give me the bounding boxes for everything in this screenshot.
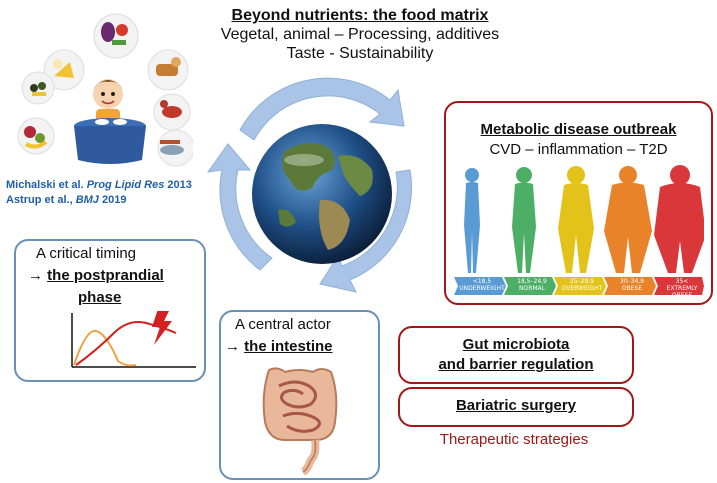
earth-icon xyxy=(252,124,392,264)
critical-timing-box: A critical timing → the postprandial pha… xyxy=(14,239,206,382)
bmi-range-extremely-obese: 35< xyxy=(675,278,689,285)
references: Michalski et al. Prog Lipid Res 2013 Ast… xyxy=(6,178,192,208)
title-main: Beyond nutrients: the food matrix xyxy=(231,7,489,24)
intestine-line-2: → the intestine xyxy=(225,338,333,355)
metabolic-title: Metabolic disease outbreak xyxy=(480,121,677,138)
title-subline-2: Taste - Sustainability xyxy=(286,45,434,62)
postprandial-curve-sketch xyxy=(71,311,196,368)
timing-emphasis: the postprandial xyxy=(47,267,164,284)
reference-2-year: 2019 xyxy=(98,194,127,206)
arrow-right-icon: → xyxy=(225,338,245,355)
silhouette-underweight-icon xyxy=(464,168,480,273)
reference-1-year: 2013 xyxy=(164,179,192,191)
gut-microbiota-box: Gut microbiota and barrier regulation xyxy=(398,326,634,384)
gut-line-2: and barrier regulation xyxy=(438,356,594,373)
plate-fish-icon xyxy=(157,129,193,167)
cycle-arrow-right-icon xyxy=(319,169,413,293)
cycle-arrow-left-icon xyxy=(206,143,273,271)
silhouette-normal-icon xyxy=(512,167,536,273)
bmi-category-extremely-obese: EXTREMLY OBESE xyxy=(666,285,698,299)
gut-line-1: Gut microbiota xyxy=(462,336,570,353)
bmi-range-overweight: 25–29,9 xyxy=(570,278,594,285)
therapeutic-strategies-label: Therapeutic strategies xyxy=(439,431,589,448)
bmi-label-obese: 30–34,9 OBESE xyxy=(608,278,656,292)
bmi-range-obese: 30–34,9 xyxy=(620,278,644,285)
bariatric-label: Bariatric surgery xyxy=(455,397,577,414)
bmi-label-normal: 18,5–24,9 NORMAL xyxy=(508,278,556,292)
title-block: Beyond nutrients: the food matrix Vegeta… xyxy=(150,6,570,63)
bmi-category-underweight: UNDERWEIGHT xyxy=(459,285,505,292)
bmi-label-overweight: 25–29,9 OVERWEIGHT xyxy=(558,278,606,292)
timing-line-2: → the postprandial xyxy=(28,267,164,284)
table-icon xyxy=(74,118,146,164)
plate-fruit-icon xyxy=(17,117,55,155)
timing-line-1: A critical timing xyxy=(36,245,137,262)
arrow-right-icon: → xyxy=(28,267,48,284)
intestine-box: A central actor → the intestine xyxy=(219,310,380,480)
title-subline-1: Vegetal, animal – Processing, additives xyxy=(220,26,500,43)
silhouette-obese-icon xyxy=(604,166,652,273)
plate-vegetables-icon xyxy=(93,13,139,59)
bmi-label-underweight: <18,5 UNDERWEIGHT xyxy=(458,278,506,292)
reference-2-journal: BMJ xyxy=(75,194,99,206)
bmi-range-normal: 18,5–24,9 xyxy=(517,278,547,285)
bmi-label-extremely-obese: 35< EXTREMLY OBESE xyxy=(658,278,706,299)
metabolic-subtitle: CVD – inflammation – T2D xyxy=(489,141,668,158)
food-illustration xyxy=(17,13,193,167)
plate-meat-icon xyxy=(153,93,191,131)
cycle-arrow-top-icon xyxy=(239,77,405,141)
cycle-diagram xyxy=(206,77,413,293)
bmi-scale xyxy=(454,277,704,295)
bariatric-surgery-box: Bariatric surgery xyxy=(398,387,634,427)
bmi-category-overweight: OVERWEIGHT xyxy=(561,285,603,292)
silhouette-overweight-icon xyxy=(558,166,594,273)
reference-1-authors: Michalski et al. xyxy=(6,179,87,191)
lightning-icon xyxy=(152,311,172,345)
reference-2: Astrup et al., BMJ 2019 xyxy=(6,193,192,208)
silhouette-extremely-obese-icon xyxy=(654,165,704,273)
bmi-silhouettes xyxy=(454,165,704,295)
plate-olives-icon xyxy=(21,71,55,105)
plate-bread-icon xyxy=(147,49,189,91)
plate-cheese-icon xyxy=(43,49,85,91)
bmi-category-normal: NORMAL xyxy=(518,285,545,292)
child-icon xyxy=(93,79,123,123)
intestine-icon xyxy=(262,367,338,476)
intestine-line-1: A central actor xyxy=(235,316,331,333)
cycle-arrows xyxy=(206,77,413,293)
metabolic-disease-box: Metabolic disease outbreak CVD – inflamm… xyxy=(444,101,713,305)
bmi-category-obese: OBESE xyxy=(621,285,643,292)
intestine-emphasis: the intestine xyxy=(244,338,333,355)
timing-line-3: phase xyxy=(78,289,122,306)
reference-2-authors: Astrup et al., xyxy=(6,194,76,206)
reference-1: Michalski et al. Prog Lipid Res 2013 xyxy=(6,178,192,193)
bmi-range-underweight: <18,5 xyxy=(472,278,492,285)
reference-1-journal: Prog Lipid Res xyxy=(86,179,165,191)
